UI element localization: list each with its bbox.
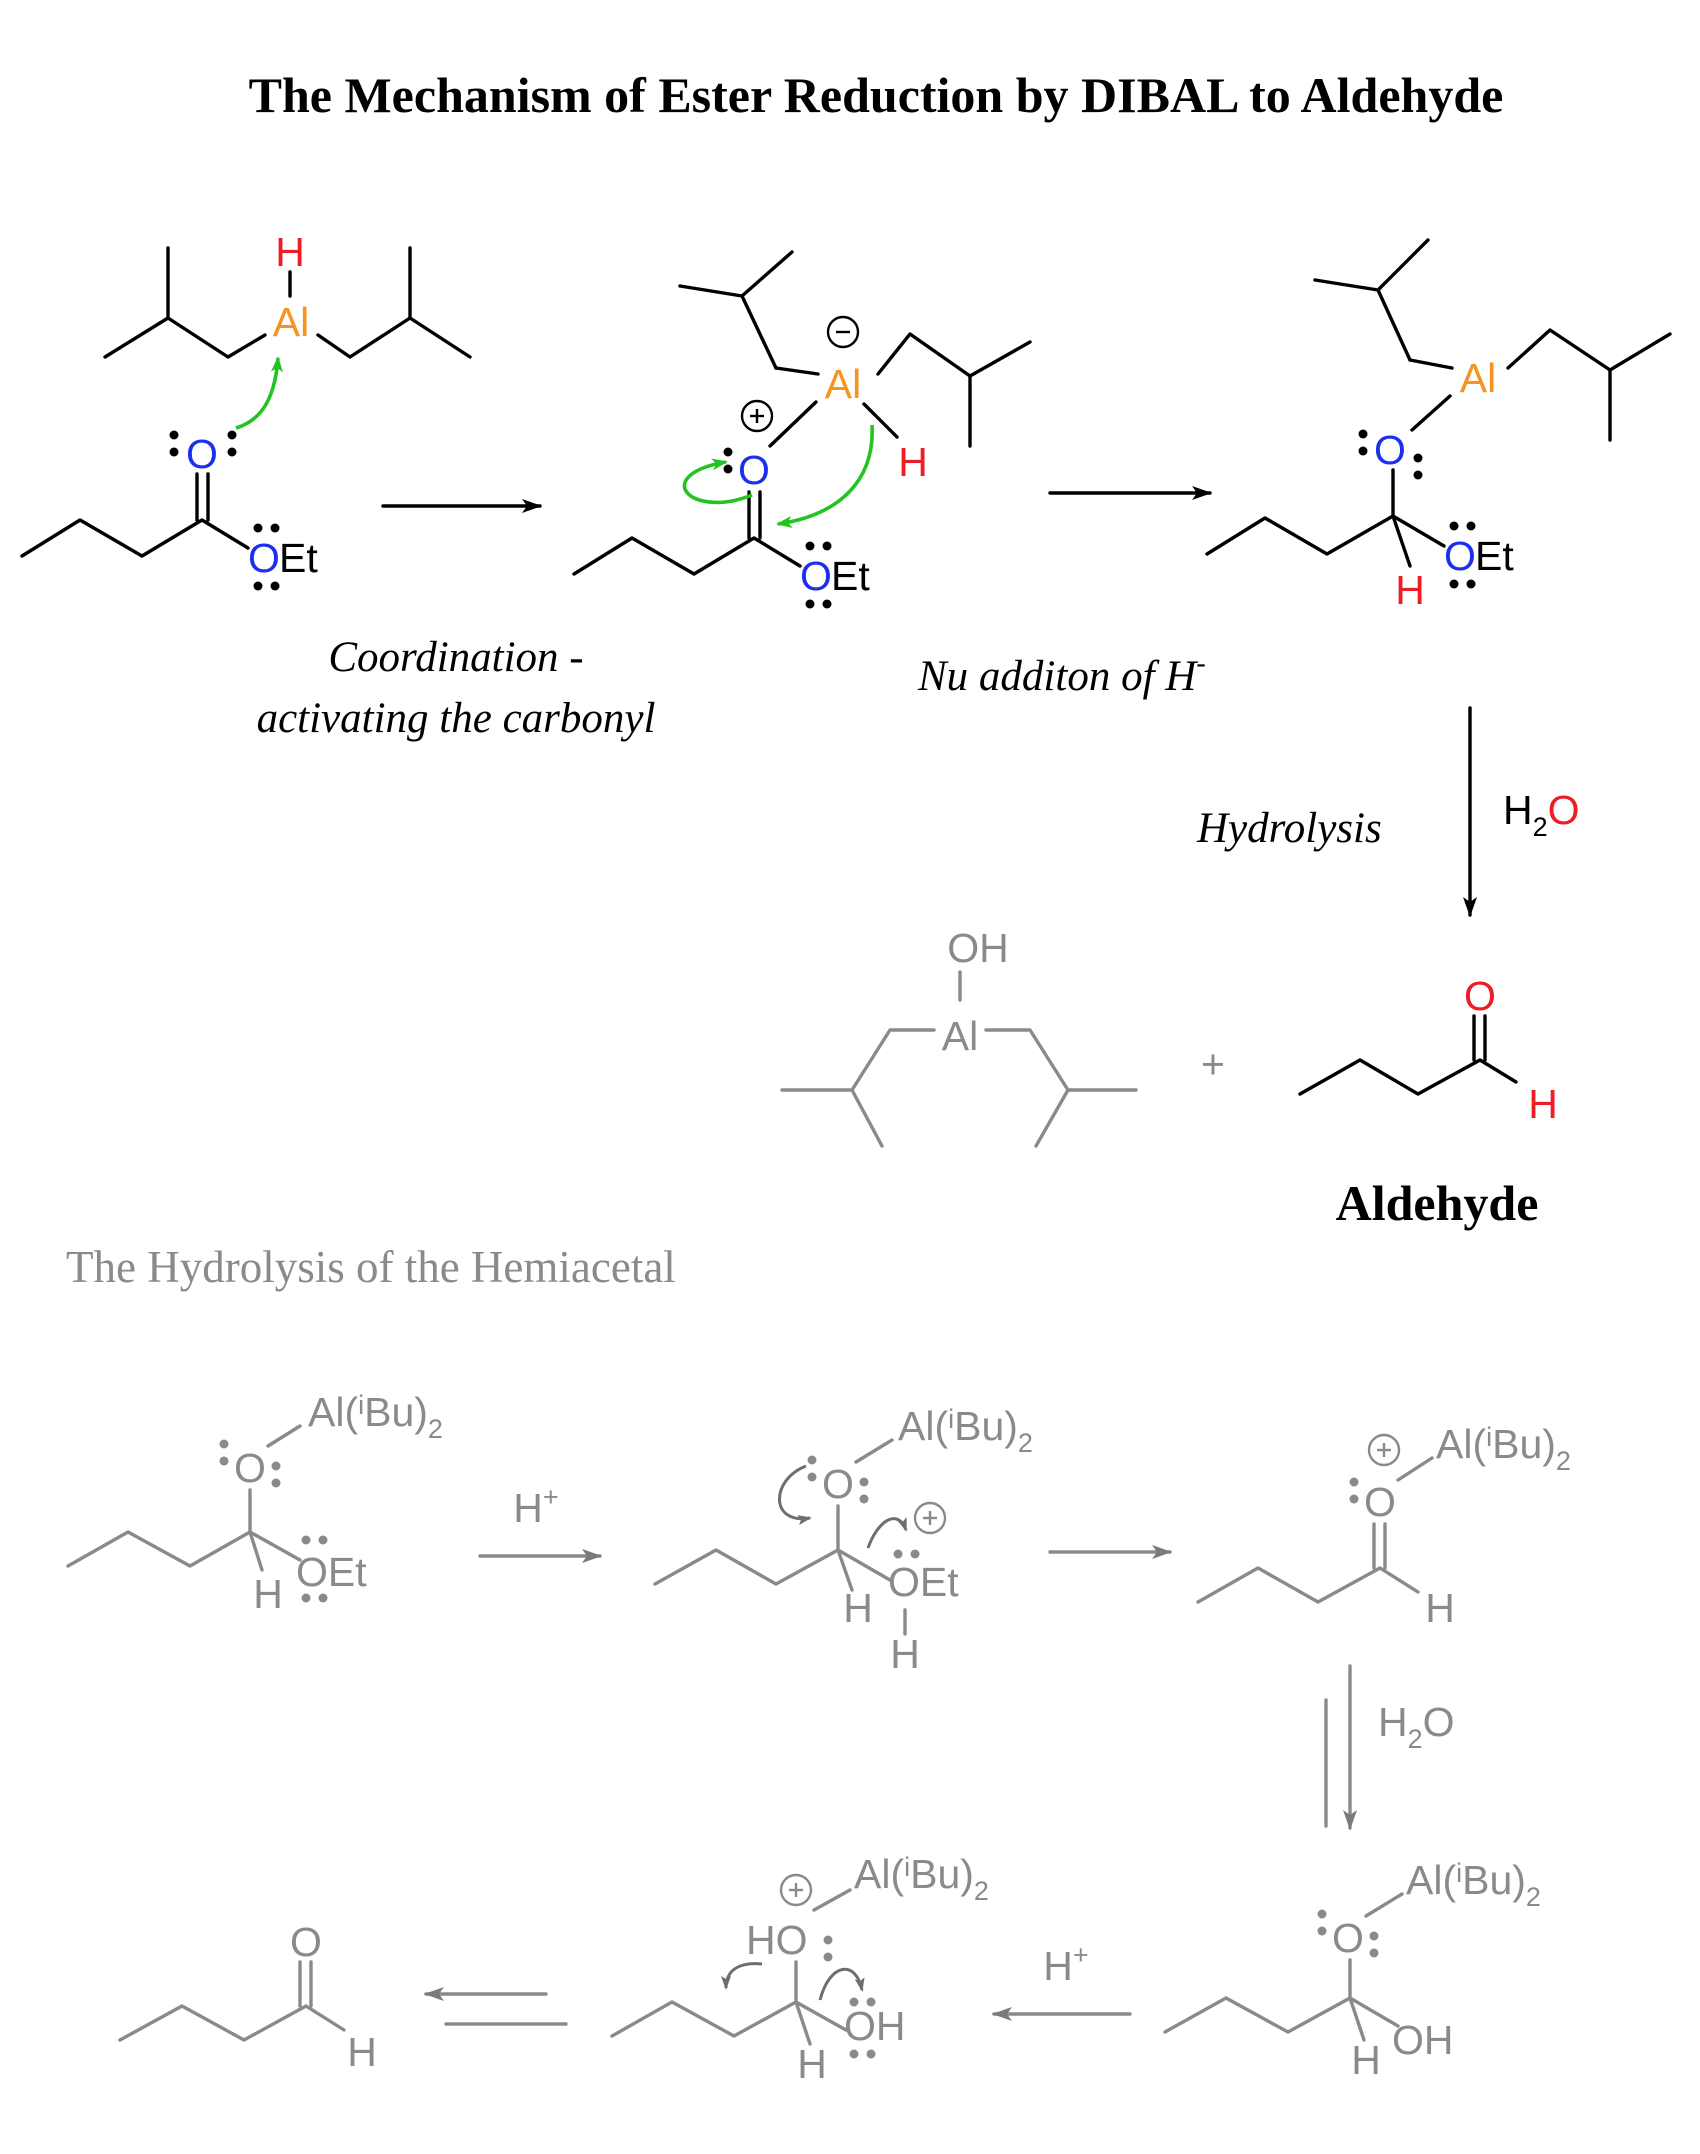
svg-text:H: H [797,2041,827,2087]
svg-text:HO: HO [746,1917,808,1963]
svg-text:Et: Et [1475,533,1514,579]
ethoxy-oxygen: O [1444,533,1476,579]
svg-text:OH: OH [1392,2017,1454,2063]
aldehyde-label: Aldehyde [1336,1175,1539,1231]
pi-bond-arrow [682,458,753,505]
protonated-hydrate-complex: HO Al(iBu)2 H OH [610,1851,989,2087]
svg-text:O: O [290,1919,322,1965]
svg-text:O: O [234,1445,266,1491]
carbonyl-oxygen: O [186,431,218,477]
hydride-h: H [275,229,305,275]
svg-text:Al: Al [942,1013,978,1059]
acid-reagent-1: H+ [513,1482,558,1531]
tetrahedral-intermediate: Al O H O Et [1205,238,1672,613]
water-reagent: H2O [1503,787,1580,842]
hemiacetal-al-complex-2: O Al(iBu)2 H OH [1163,1857,1541,2083]
hydride-h-2: H [898,439,928,485]
svg-text:Al(iBu)2: Al(iBu)2 [1406,1857,1541,1912]
svg-text:Et: Et [279,535,318,581]
svg-text:O: O [822,1461,854,1507]
plus-sign: + [1201,1041,1225,1087]
svg-text:H: H [1528,1081,1558,1127]
added-hydrogen: H [1395,567,1425,613]
svg-text:O: O [1332,1915,1364,1961]
caption-hydrolysis: Hydrolysis [1196,805,1382,852]
hydride-attack-arrow [776,424,874,528]
caption-coordination-line2: activating the carbonyl [257,695,656,742]
svg-text:OEt: OEt [296,1549,367,1595]
svg-text:H: H [843,1585,873,1631]
acid-reagent-2: H+ [1043,1940,1088,1989]
ester-oxygen: O [248,535,280,581]
aluminum-atom-anionic: Al [825,361,861,407]
aluminum-atom: Al [273,299,309,345]
svg-text:O: O [1364,1479,1396,1525]
caption-nu-addition: Nu additon of H- [917,648,1206,700]
dibal-ester-complex: Al H O O Et [572,250,1032,609]
svg-text:OH: OH [947,925,1009,971]
oxonium-oxygen: O [738,447,770,493]
svg-text:Al(iBu)2: Al(iBu)2 [898,1403,1033,1458]
svg-text:H: H [253,1571,283,1617]
aluminum-atom-3: Al [1460,355,1496,401]
alkoxide-oxygen: O [1374,427,1406,473]
aldehyde-product: O H [1298,973,1558,1127]
svg-text:H: H [1351,2037,1381,2083]
svg-text:OH: OH [844,2003,906,2049]
svg-text:H: H [347,2029,377,2075]
aluminum-hydroxide-byproduct: OH Al [780,925,1138,1148]
hemiacetal-al-complex: O Al(iBu)2 H OEt [66,1389,443,1617]
svg-text:Al(iBu)2: Al(iBu)2 [308,1389,443,1444]
ester-molecule-1: O O OEt Et [20,356,318,591]
svg-text:H: H [890,1631,920,1677]
svg-text:OEt: OEt [888,1559,959,1605]
ester-oxygen-2: O [800,553,832,599]
protonated-hemiacetal: O Al(iBu)2 H OEt H [653,1403,1033,1677]
caption-coordination-line1: Coordination - [328,634,583,681]
svg-text:Al(iBu)2: Al(iBu)2 [1436,1421,1571,1476]
svg-text:Et: Et [831,553,870,599]
coordination-arrow [235,356,283,430]
svg-text:H: H [1425,1585,1455,1631]
water-reagent-2: H2O [1378,1699,1455,1754]
oxocarbenium-al-complex: O Al(iBu)2 H [1196,1421,1571,1631]
svg-text:O: O [1464,973,1496,1019]
final-aldehyde: O H [118,1919,377,2075]
section-title: The Hydrolysis of the Hemiacetal [66,1242,676,1292]
page-title: The Mechanism of Ester Reduction by DIBA… [249,67,1504,123]
dibal-molecule-1: H Al [103,229,472,359]
svg-text:Al(iBu)2: Al(iBu)2 [854,1851,989,1906]
